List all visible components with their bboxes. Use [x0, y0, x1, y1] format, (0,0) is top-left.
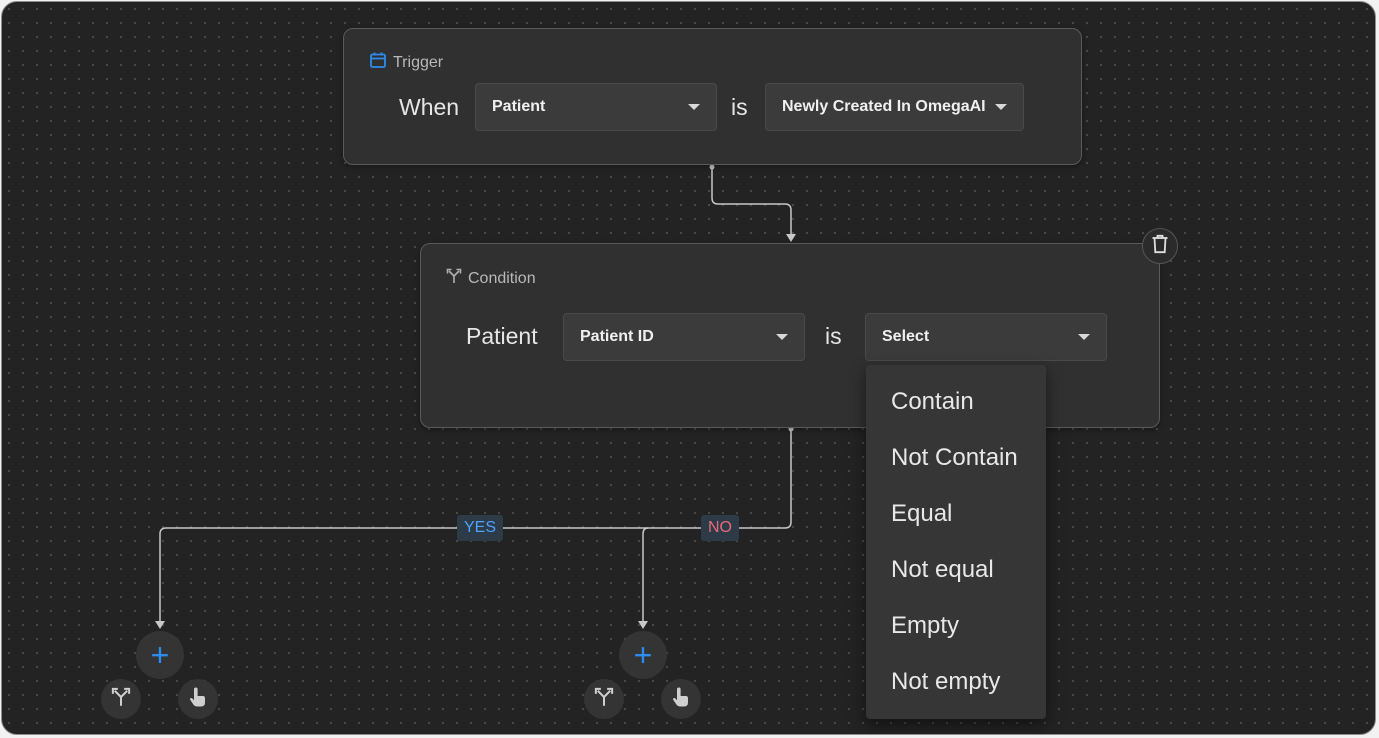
add-step-button-no[interactable]: + [619, 631, 667, 679]
hand-pointer-icon [671, 686, 691, 713]
menu-item-not-equal[interactable]: Not equal [891, 556, 994, 583]
yes-branch-tag: YES [457, 515, 504, 541]
add-condition-button-yes[interactable] [101, 679, 141, 719]
arrow-yes [155, 621, 165, 629]
trigger-to-condition-line [711, 166, 792, 234]
trash-icon [1151, 234, 1169, 259]
condition-entity-label: Patient [466, 323, 538, 349]
hand-pointer-icon [188, 686, 208, 713]
no-branch-tag: NO [701, 515, 739, 541]
no-branch-line [642, 527, 649, 622]
operator-dropdown-menu: Contain Not Contain Equal Not equal Empt… [866, 365, 1046, 719]
arrow-no [638, 621, 648, 629]
plus-icon: + [633, 636, 653, 673]
add-condition-button-no[interactable] [584, 679, 624, 719]
menu-item-not-contain[interactable]: Not Contain [891, 444, 1018, 471]
add-action-button-yes[interactable] [178, 679, 218, 719]
condition-field-select[interactable]: Patient ID [563, 313, 805, 361]
chevron-down-icon [995, 104, 1007, 110]
condition-card[interactable]: Condition Patient Patient ID is Select [420, 243, 1160, 428]
trigger-when-label: When [399, 94, 460, 120]
menu-item-contain[interactable]: Contain [891, 388, 974, 415]
chevron-down-icon [776, 334, 788, 340]
condition-title: Condition [468, 269, 536, 287]
yes-label: YES [464, 519, 497, 536]
menu-item-equal[interactable]: Equal [891, 500, 953, 527]
add-step-button-yes[interactable]: + [136, 631, 184, 679]
menu-item-not-empty[interactable]: Not empty [891, 668, 1001, 695]
trigger-event-select[interactable]: Newly Created In OmegaAI [765, 83, 1024, 131]
branch-icon [111, 687, 131, 712]
no-label: NO [708, 519, 732, 536]
arrow-to-condition [786, 234, 796, 242]
trigger-title: Trigger [393, 53, 444, 71]
add-action-button-no[interactable] [661, 679, 701, 719]
calendar-icon [369, 51, 387, 74]
condition-operator-select[interactable]: Select [865, 313, 1107, 361]
plus-icon: + [150, 636, 170, 673]
branch-icon [594, 687, 614, 712]
trigger-event-value: Newly Created In OmegaAI [782, 98, 986, 115]
delete-condition-button[interactable] [1142, 228, 1178, 264]
condition-is-label: is [825, 323, 842, 349]
trigger-card[interactable]: Trigger When Patient is Newly Created In… [343, 28, 1082, 165]
chevron-down-icon [1078, 334, 1090, 340]
trigger-entity-select[interactable]: Patient [475, 83, 717, 131]
condition-operator-value: Select [882, 328, 930, 345]
trigger-is-label: is [731, 94, 748, 120]
menu-item-empty[interactable]: Empty [891, 612, 960, 639]
trigger-entity-value: Patient [492, 98, 546, 115]
chevron-down-icon [688, 104, 700, 110]
condition-field-value: Patient ID [580, 328, 654, 345]
branch-icon [446, 268, 462, 289]
